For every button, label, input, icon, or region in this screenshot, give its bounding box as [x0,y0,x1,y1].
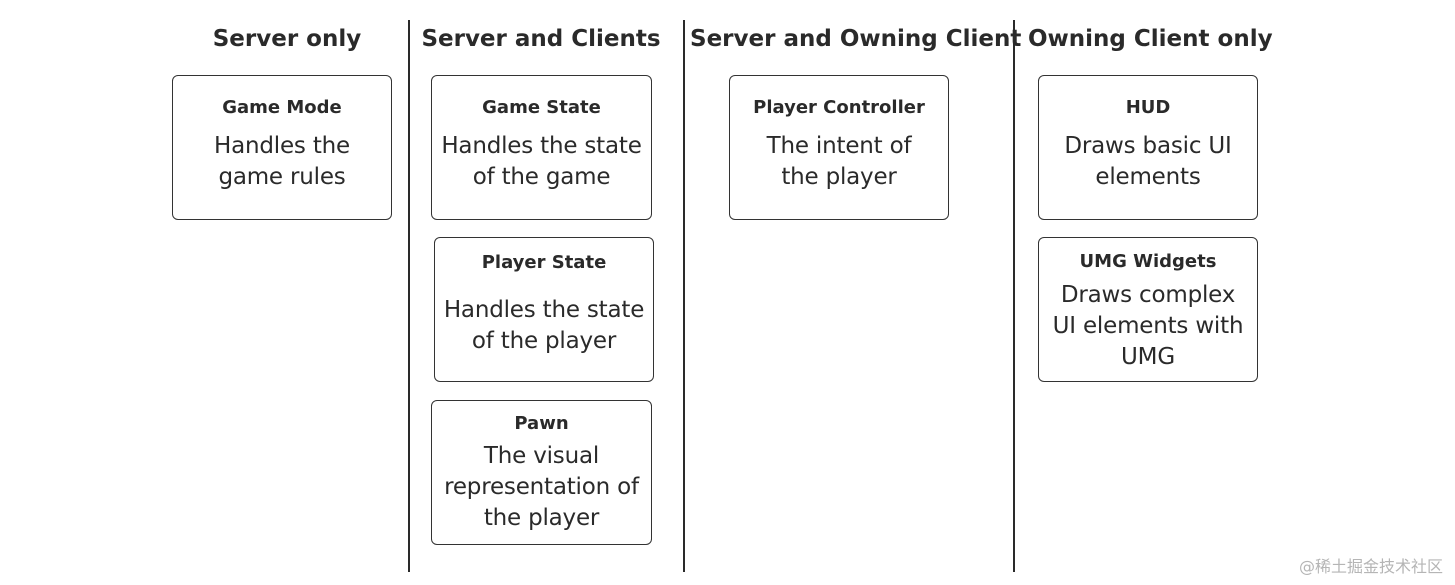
card-title: Player Controller [753,97,925,118]
card-title: Game Mode [222,97,342,118]
card-description: Handles the game rules [214,133,350,190]
card-player-controller: Player Controller The intent of the play… [729,75,949,220]
card-title: Game State [482,97,601,118]
heading-server-and-owning-client: Server and Owning Client [690,26,1022,52]
heading-server-only: Server only [212,26,362,52]
card-description: Draws basic UI elements [1064,133,1232,190]
card-description: Handles the state of the game [441,133,642,190]
card-pawn: Pawn The visual representation of the pl… [431,400,652,545]
column-divider [683,20,685,572]
card-hud: HUD Draws basic UI elements [1038,75,1258,220]
card-title: UMG Widgets [1079,251,1217,272]
card-game-mode: Game Mode Handles the game rules [172,75,392,220]
column-divider [1013,20,1015,572]
card-umg-widgets: UMG Widgets Draws complex UI elements wi… [1038,237,1258,382]
card-description: Handles the state of the player [443,297,645,354]
heading-server-and-clients: Server and Clients [421,26,661,52]
card-title: HUD [1125,97,1171,118]
watermark-text: @稀土掘金技术社区 [1298,557,1443,576]
card-description: The visual representation of the player [444,443,639,531]
card-description: The intent of the player [766,133,912,190]
card-title: Pawn [514,413,569,434]
card-description: Draws complex UI elements with UMG [1052,282,1244,370]
card-player-state: Player State Handles the state of the pl… [434,237,654,382]
heading-owning-client-only: Owning Client only [1028,26,1273,52]
card-title: Player State [481,252,607,273]
column-divider [408,20,410,572]
card-game-state: Game State Handles the state of the game [431,75,652,220]
